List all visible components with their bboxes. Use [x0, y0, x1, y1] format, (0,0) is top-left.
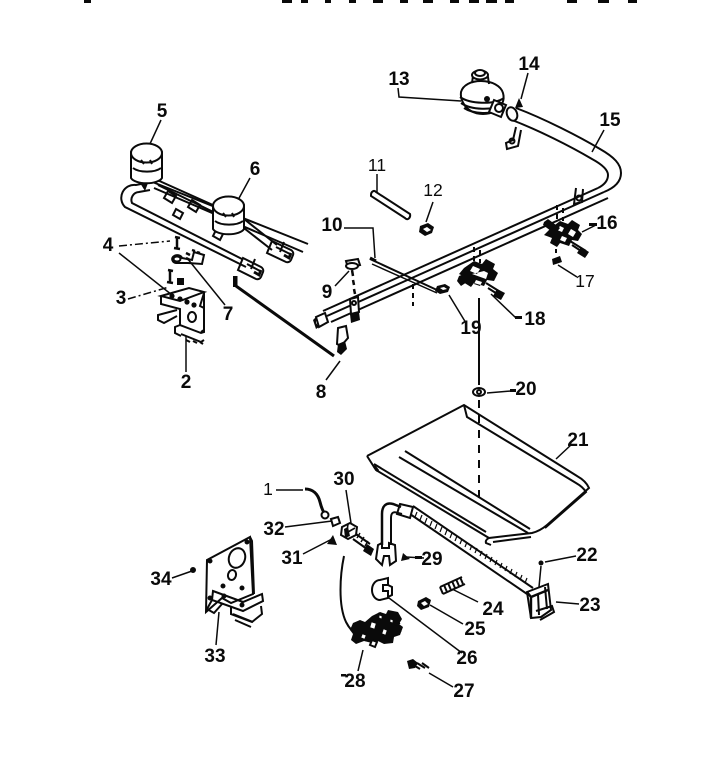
svg-text:33: 33	[204, 646, 225, 667]
svg-text:20: 20	[515, 379, 536, 400]
svg-text:17: 17	[575, 271, 594, 291]
svg-text:27: 27	[453, 681, 474, 702]
svg-text:31: 31	[281, 548, 303, 569]
svg-text:18: 18	[524, 309, 545, 330]
svg-text:9: 9	[322, 282, 333, 303]
svg-text:4: 4	[103, 235, 114, 256]
svg-text:8: 8	[316, 382, 327, 403]
svg-text:23: 23	[579, 595, 600, 616]
svg-text:14: 14	[518, 54, 540, 75]
svg-text:22: 22	[576, 545, 597, 566]
svg-text:11: 11	[368, 155, 386, 175]
svg-text:30: 30	[333, 469, 354, 490]
svg-text:3: 3	[116, 288, 127, 309]
svg-text:5: 5	[157, 101, 168, 122]
svg-text:2: 2	[181, 372, 192, 393]
svg-text:19: 19	[460, 318, 481, 339]
svg-text:32: 32	[263, 519, 284, 540]
svg-text:29: 29	[421, 549, 442, 570]
svg-text:6: 6	[250, 159, 261, 180]
svg-text:7: 7	[223, 304, 234, 325]
svg-text:15: 15	[599, 110, 621, 131]
svg-text:34: 34	[150, 569, 172, 590]
svg-text:21: 21	[567, 430, 589, 451]
svg-text:16: 16	[596, 213, 617, 234]
svg-text:24: 24	[482, 599, 504, 620]
svg-text:25: 25	[464, 619, 486, 640]
svg-text:28: 28	[344, 671, 365, 692]
svg-text:10: 10	[321, 215, 342, 236]
svg-text:13: 13	[388, 69, 409, 90]
svg-text:1: 1	[263, 479, 273, 499]
svg-text:12: 12	[423, 180, 442, 200]
